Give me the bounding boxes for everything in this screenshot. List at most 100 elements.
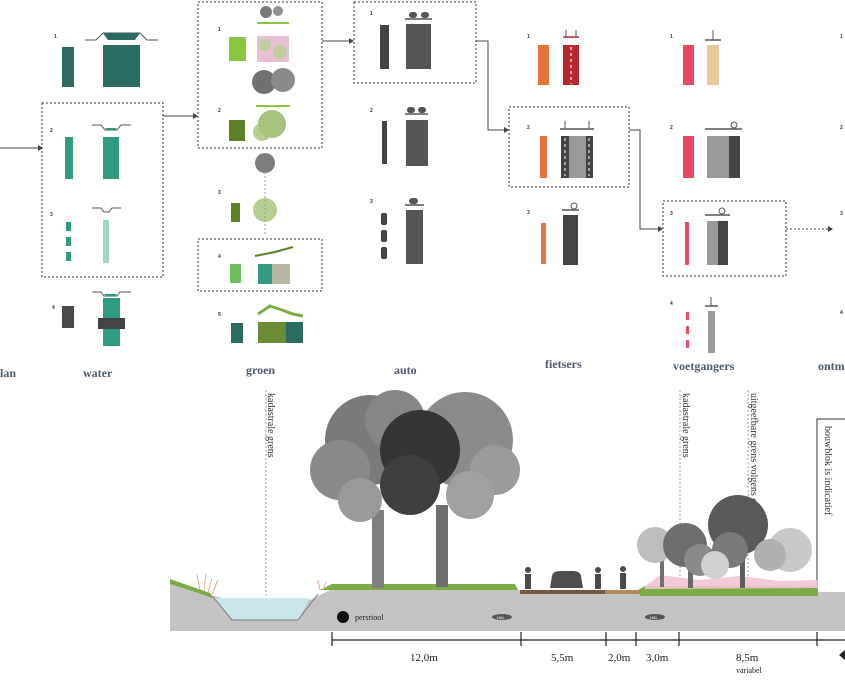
svg-text:2: 2 — [527, 125, 530, 131]
people-icons — [525, 566, 626, 589]
water-profile-fill — [103, 33, 140, 40]
water-block — [231, 323, 243, 343]
option-number: 1 — [54, 34, 57, 40]
kadastrale-grens-label: kadastrale grens — [265, 393, 276, 458]
dimension-label: 8,5m — [736, 652, 759, 664]
bike-bar — [538, 45, 549, 85]
dimension-note: variabel — [736, 666, 763, 675]
water-column: 1 2 3 4 — [41, 32, 164, 346]
svg-text:3: 3 — [840, 211, 843, 217]
svg-text:4: 4 — [840, 310, 843, 316]
tree-icon — [255, 153, 275, 173]
road-bar — [380, 25, 389, 69]
svg-text:1: 1 — [840, 34, 843, 40]
bike-bar — [541, 223, 546, 264]
water-dash — [66, 237, 71, 246]
sidewalk — [605, 590, 640, 594]
hal-label: HAL — [650, 615, 659, 620]
dimension-label: 3,0m — [646, 652, 669, 664]
car-icon — [409, 12, 417, 18]
svg-text:3: 3 — [527, 210, 530, 216]
road-bar — [382, 121, 387, 164]
svg-text:2: 2 — [670, 125, 673, 131]
svg-text:1: 1 — [527, 34, 530, 40]
car-icon — [407, 107, 415, 113]
selected-option-frame — [508, 106, 630, 188]
road-mid — [569, 136, 586, 178]
tree-icon — [252, 70, 276, 94]
road-dash — [381, 247, 387, 259]
svg-text:2: 2 — [370, 108, 373, 114]
walk-dark — [729, 136, 740, 178]
culvert-bar — [62, 306, 74, 328]
uitgeefbare-grens-label: uitgeefbare grens volgens opleverkaart — [748, 393, 759, 548]
svg-text:3: 3 — [218, 190, 221, 196]
svg-text:5: 5 — [218, 312, 221, 318]
water-block — [103, 45, 140, 87]
svg-text:1: 1 — [370, 11, 373, 17]
svg-text:4: 4 — [218, 254, 221, 260]
flow-arrow — [476, 40, 509, 133]
walk-grey — [707, 136, 729, 178]
hal-cable — [492, 614, 512, 620]
hal-label: HAL — [497, 615, 506, 620]
dimension-line — [331, 632, 845, 660]
water-bar — [62, 47, 74, 87]
selected-option-frame — [41, 102, 164, 278]
tree-icon — [260, 6, 272, 18]
selected-option-frame — [662, 200, 787, 277]
planting-bed — [645, 575, 818, 589]
persriool-label: persriool — [355, 613, 384, 622]
road-block — [563, 215, 578, 265]
auto-column: 1 2 3 — [353, 1, 477, 264]
flow-arrow — [629, 129, 663, 232]
walk-grey — [708, 311, 715, 353]
svg-text:1: 1 — [218, 27, 221, 33]
bouwblok-label: bouwblok is indicatief — [822, 426, 833, 516]
walk-tan-block — [707, 45, 719, 85]
arrowhead-icon — [839, 650, 845, 660]
green-block — [231, 203, 240, 222]
reeds — [196, 573, 327, 595]
culvert-crossing — [98, 318, 125, 329]
bike-bar — [540, 136, 547, 178]
walk-dash — [686, 340, 689, 348]
selected-option-frame — [353, 1, 477, 84]
grass-strip — [170, 579, 214, 598]
flow-arrow — [322, 38, 354, 44]
road-block — [406, 210, 423, 264]
walk-dark — [718, 221, 728, 265]
category-label-ontm: ontm — [818, 359, 845, 373]
category-label-water: water — [83, 366, 113, 380]
category-label-auto: auto — [394, 363, 417, 377]
walk-bar — [685, 222, 689, 265]
water-dash — [66, 222, 71, 231]
flow-arrow-left — [0, 145, 43, 151]
green-block — [229, 120, 245, 141]
category-label-plan: lan — [0, 366, 16, 380]
walk-dash — [686, 312, 689, 320]
dimension-label: 12,0m — [410, 652, 438, 664]
svg-text:2: 2 — [840, 125, 843, 131]
tree-group-right — [637, 495, 812, 588]
green-block — [258, 322, 286, 343]
water-channel — [103, 137, 119, 179]
option-number: 3 — [50, 212, 53, 218]
option-number: 2 — [50, 128, 53, 134]
road-block — [406, 120, 428, 166]
grass-block — [229, 37, 246, 61]
tree-icon — [271, 68, 295, 92]
car-icon — [409, 198, 418, 204]
water-channel-light — [103, 220, 109, 263]
walk-grey — [707, 221, 718, 265]
green-block — [230, 264, 241, 283]
walk-bar — [683, 136, 694, 178]
grass-strip — [320, 584, 518, 590]
road-dash — [381, 213, 387, 225]
svg-text:3: 3 — [670, 211, 673, 217]
water-block — [258, 264, 272, 284]
car-icon — [421, 12, 429, 18]
dimension-label: 2,0m — [608, 652, 631, 664]
category-label-voetgangers: voetgangers — [673, 359, 735, 373]
